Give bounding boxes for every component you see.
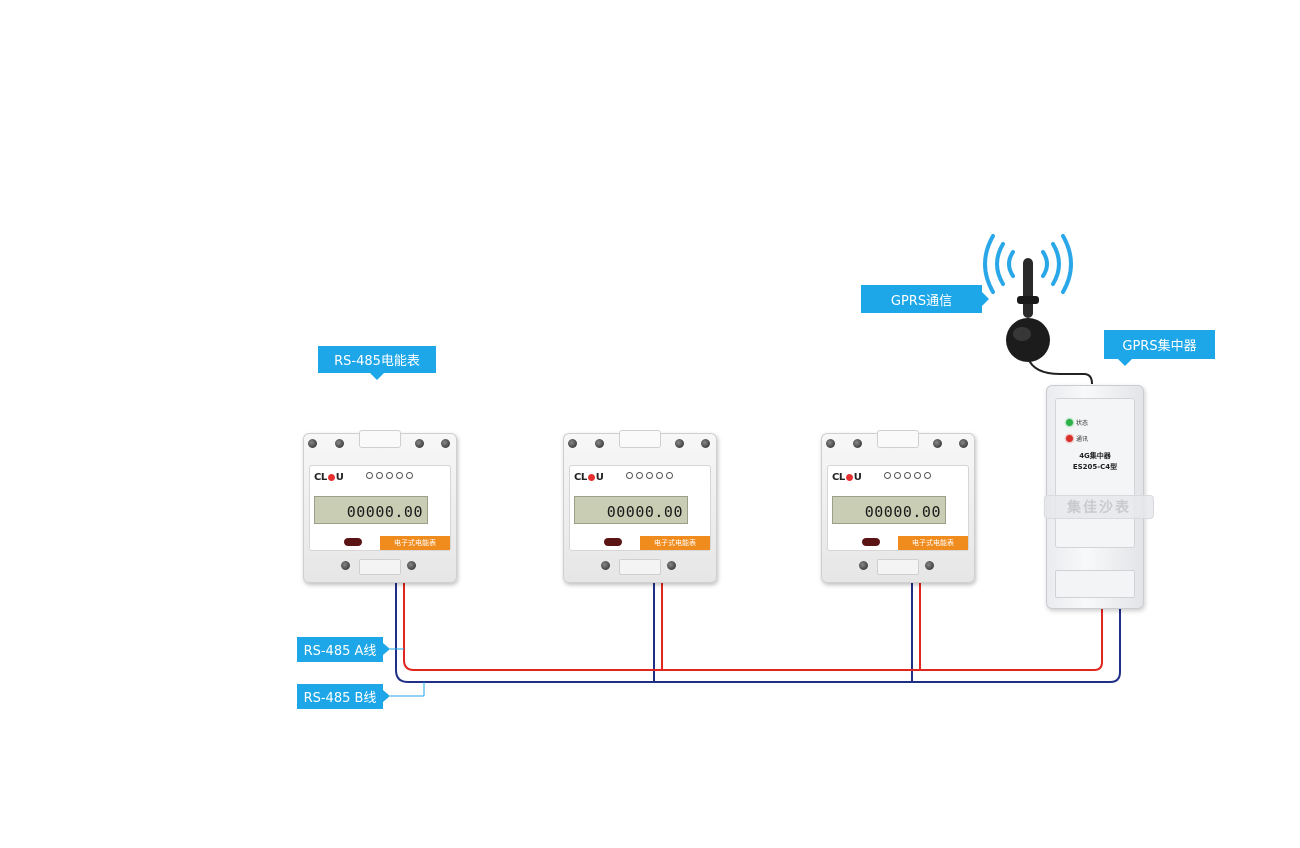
wire-a-bus (403, 580, 1103, 671)
gprs-comm-callout-label: GPRS通信 (861, 285, 989, 313)
comm-led (1066, 435, 1073, 442)
line-a-callout-text: RS-485 A线 (303, 644, 377, 659)
meter-callout-label: RS-485电能表 (318, 346, 436, 380)
antenna-mast (1023, 258, 1033, 318)
concentrator-callout-text: GPRS集中器 (1122, 339, 1197, 354)
lcd-display: 00000.00 (574, 496, 688, 524)
antenna-base (1006, 318, 1050, 362)
meter-reading: 00000.00 (606, 503, 683, 521)
line-a-callout-label: RS-485 A线 (297, 637, 390, 662)
meter-callout-text: RS-485电能表 (334, 354, 420, 369)
antenna-cable (1027, 357, 1093, 385)
meter-type-strip: 电子式电能表 (380, 536, 450, 550)
pulse-led (344, 538, 362, 546)
line-b-callout-text: RS-485 B线 (303, 691, 377, 706)
gprs-comm-callout-text: GPRS通信 (890, 293, 953, 309)
terminal-block (1055, 570, 1135, 598)
lcd-display: 00000.00 (314, 496, 428, 524)
signal-icon (983, 234, 1073, 294)
meter-type-strip: 电子式电能表 (898, 536, 968, 550)
pulse-led (862, 538, 880, 546)
status-led (1066, 419, 1073, 426)
pulse-led (604, 538, 622, 546)
status-led-label: 状态 (1076, 420, 1089, 427)
lcd-display: 00000.00 (832, 496, 946, 524)
concentrator-callout-label: GPRS集中器 (1104, 330, 1215, 366)
line-b-callout-label: RS-485 B线 (297, 684, 390, 709)
meter-reading: 00000.00 (346, 503, 423, 521)
wire-b-bus (395, 580, 1121, 683)
comm-led-label: 通讯 (1076, 436, 1089, 443)
meter-type-strip: 电子式电能表 (640, 536, 710, 550)
meter-reading: 00000.00 (864, 503, 941, 521)
concentrator-model-line2: ES205-C4型 (1072, 463, 1118, 471)
concentrator-panel: 状态 通讯 4G集中器 ES205-C4型 (1055, 398, 1135, 548)
watermark-stamp: 集佳沙表 (1044, 495, 1154, 519)
concentrator-model-line1: 4G集中器 (1079, 452, 1111, 460)
